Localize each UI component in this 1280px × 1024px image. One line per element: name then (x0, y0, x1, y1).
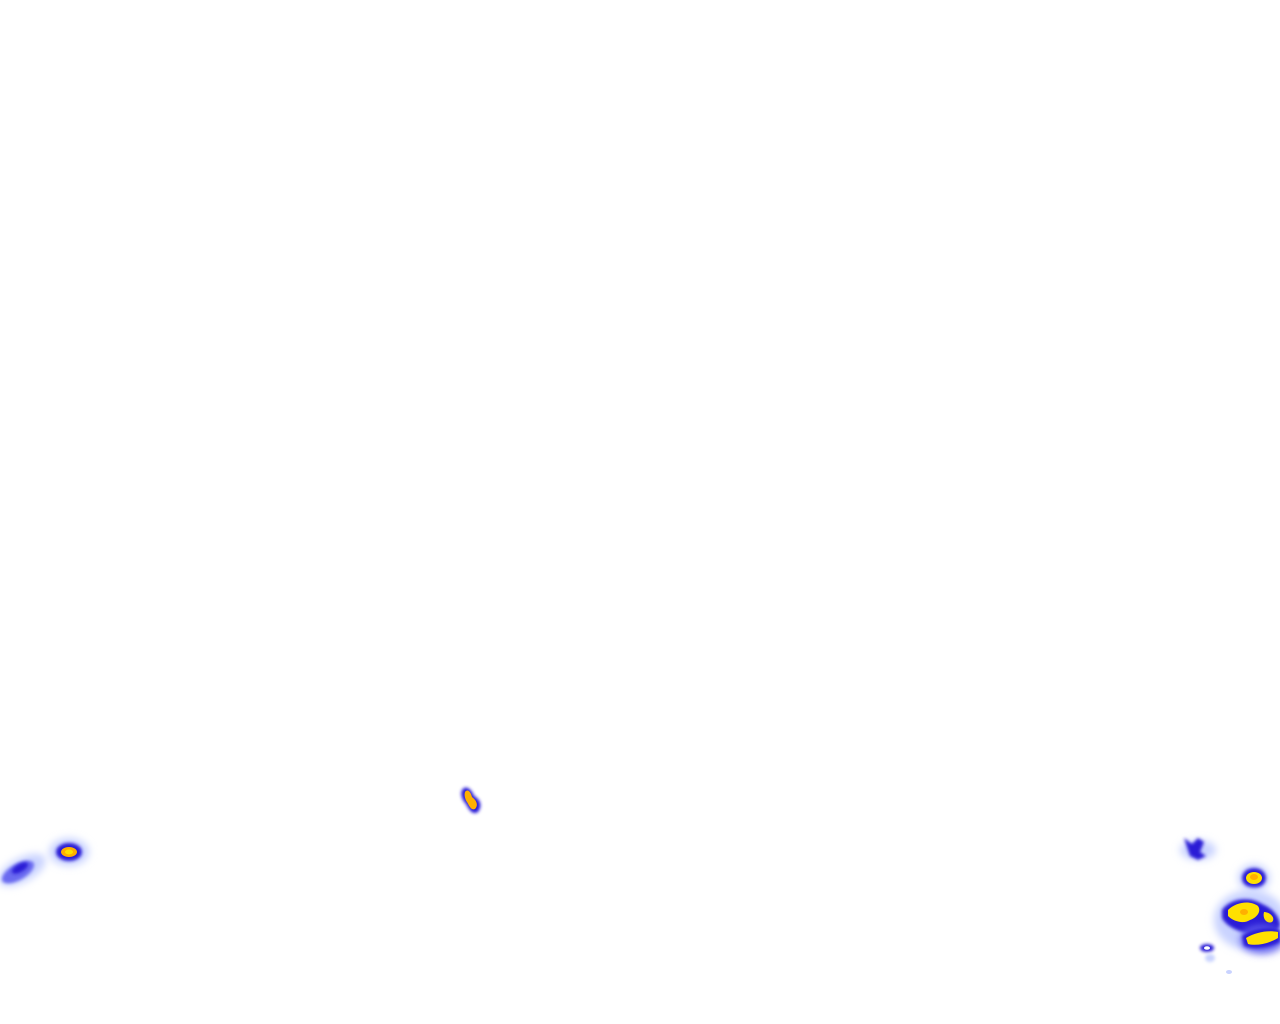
radar-cell-west-core (49, 838, 89, 866)
radar-cell-east-north-core (1238, 864, 1270, 892)
radar-cell-east-speckle (1200, 944, 1232, 974)
radar-cell-east-small (1180, 838, 1216, 860)
radar-cell-west-plume (0, 853, 46, 887)
radar-cell-east-south (1240, 926, 1280, 954)
radar-cell-center (461, 787, 481, 814)
